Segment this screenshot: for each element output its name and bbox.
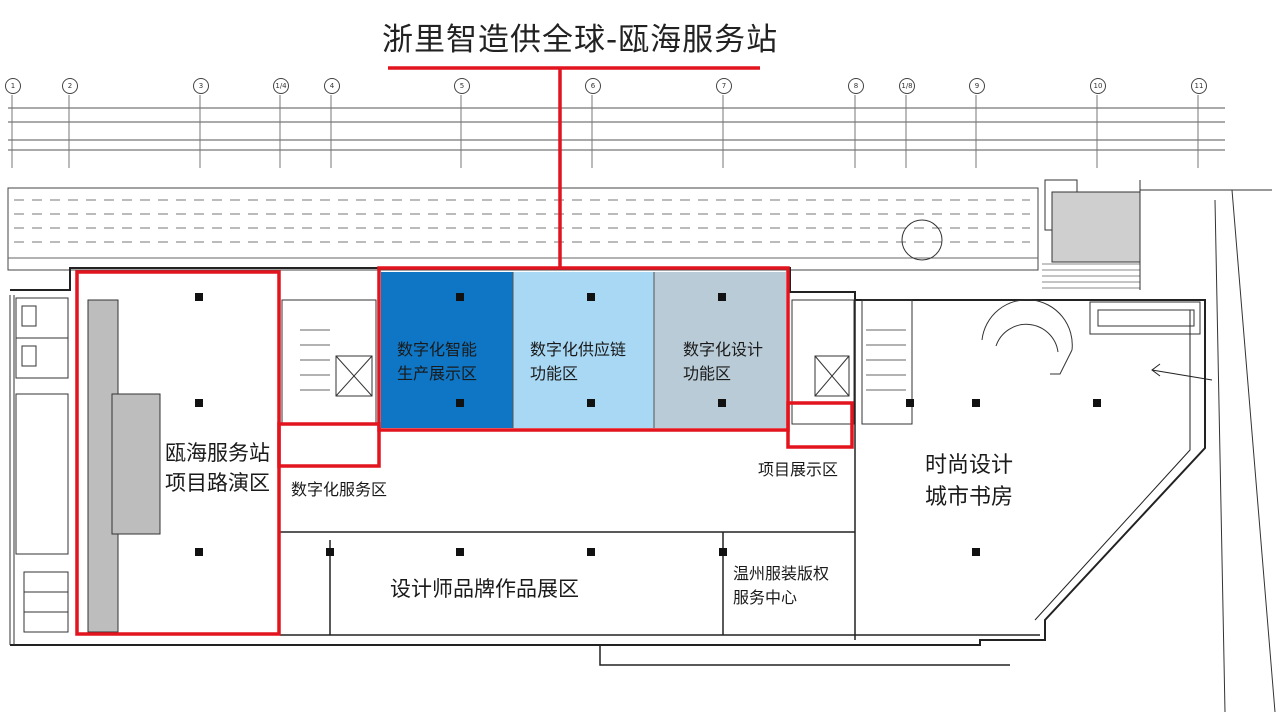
grid-axis-4: 4 bbox=[324, 78, 340, 94]
zone-fill-smart-production bbox=[381, 272, 513, 428]
zone-label-copyright-center-line2: 服务中心 bbox=[733, 588, 798, 607]
zone-fill-supply-chain bbox=[513, 272, 654, 428]
page-title: 浙里智造供全球-瓯海服务站 bbox=[382, 22, 779, 58]
elevator-icon bbox=[335, 355, 373, 397]
entrance-arrow-icon bbox=[1151, 363, 1213, 381]
zone-label-smart-production-line2: 生产展示区 bbox=[397, 364, 478, 383]
grid-axis-3: 3 bbox=[193, 78, 209, 94]
zone-label-digital-service: 数字化服务区 bbox=[291, 480, 388, 499]
grid-axis-1-4: 1/4 bbox=[273, 78, 289, 94]
zone-label-design-function-line1: 数字化设计 bbox=[683, 340, 764, 359]
zone-label-project-display: 项目展示区 bbox=[758, 460, 839, 479]
stair-icon bbox=[300, 329, 330, 391]
grid-axis-1: 1 bbox=[5, 78, 21, 94]
zone-label-design-function: 数字化设计 功能区 bbox=[683, 338, 763, 386]
zone-label-fashion-bookstore: 时尚设计 城市书房 bbox=[925, 450, 1013, 514]
zone-label-smart-production: 数字化智能 生产展示区 bbox=[397, 338, 477, 386]
highlight-digital-service bbox=[277, 422, 381, 468]
column-icon bbox=[195, 293, 1101, 556]
grid-axis-6: 6 bbox=[585, 78, 601, 94]
zone-label-supply-chain-line1: 数字化供应链 bbox=[530, 340, 627, 359]
grid-axis-8: 8 bbox=[848, 78, 864, 94]
zone-label-design-function-line2: 功能区 bbox=[683, 364, 732, 383]
spiral-stair-icon bbox=[981, 299, 1073, 375]
highlight-project-display bbox=[786, 401, 854, 449]
grid-axis-2: 2 bbox=[62, 78, 78, 94]
zone-label-road-show-line2: 项目路演区 bbox=[165, 471, 270, 495]
grid-axis-5: 5 bbox=[454, 78, 470, 94]
zone-label-supply-chain: 数字化供应链 功能区 bbox=[530, 338, 626, 386]
zone-label-copyright-center: 温州服装版权 服务中心 bbox=[733, 562, 829, 610]
grid-axis-11: 11 bbox=[1191, 78, 1207, 94]
grid-axis-7: 7 bbox=[716, 78, 732, 94]
zone-label-designer-brand: 设计师品牌作品展区 bbox=[390, 577, 579, 601]
elevator-icon-right bbox=[814, 355, 850, 397]
grid-axis-10: 10 bbox=[1090, 78, 1106, 94]
zone-label-supply-chain-line2: 功能区 bbox=[530, 364, 579, 383]
zone-label-copyright-center-line1: 温州服装版权 bbox=[733, 564, 830, 583]
zone-label-fashion-bookstore-line2: 城市书房 bbox=[925, 485, 1014, 510]
highlight-function-zones bbox=[377, 266, 790, 432]
zone-label-fashion-bookstore-line1: 时尚设计 bbox=[925, 453, 1014, 478]
grid-axis-9: 9 bbox=[969, 78, 985, 94]
zone-label-road-show-line1: 瓯海服务站 bbox=[165, 441, 270, 465]
zone-label-smart-production-line1: 数字化智能 bbox=[397, 340, 478, 359]
zone-label-road-show: 瓯海服务站 项目路演区 bbox=[165, 438, 270, 498]
grid-axis-1-8: 1/8 bbox=[899, 78, 915, 94]
